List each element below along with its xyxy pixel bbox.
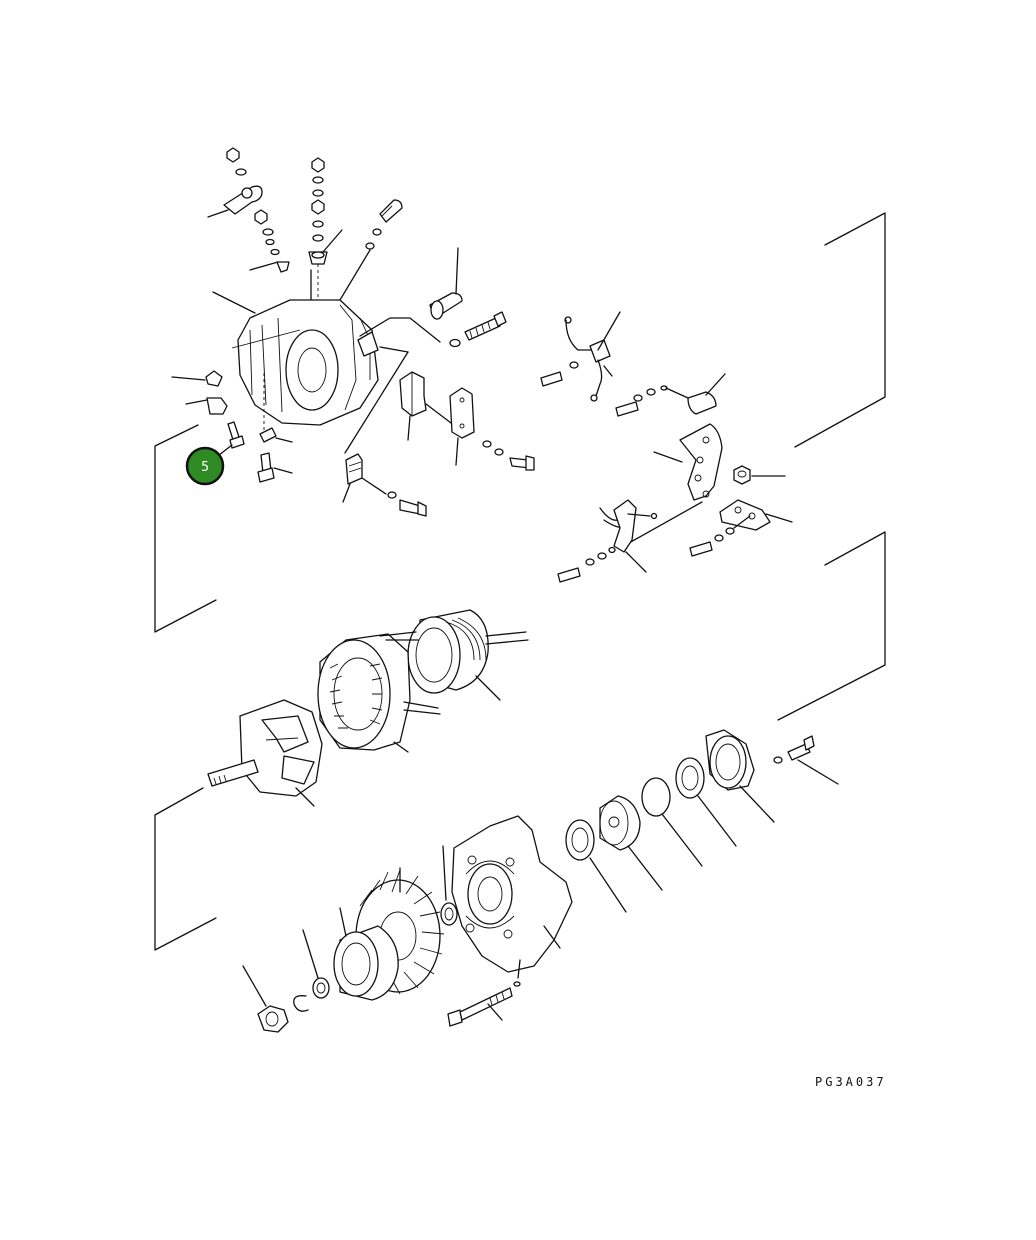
diode-bracket	[719, 499, 793, 531]
rear-housing	[212, 269, 379, 426]
spring-washer	[293, 995, 309, 1012]
o-ring	[641, 777, 703, 867]
terminal-hardware-stack-left	[207, 147, 290, 273]
rear-cover	[705, 729, 775, 823]
diode-nut	[733, 465, 786, 485]
callout-5[interactable]: 5	[185, 446, 225, 486]
through-bolt	[447, 981, 521, 1027]
spring-screw	[257, 452, 293, 483]
wire-terminal-assembly	[564, 311, 621, 402]
rear-bearing	[675, 757, 737, 847]
terminal-hardware-stack-center	[308, 157, 343, 318]
terminal-bolt-long	[449, 311, 507, 348]
front-housing	[451, 815, 573, 979]
rotor	[207, 699, 323, 807]
rotor-coil	[407, 609, 529, 701]
lock-washer	[302, 929, 330, 999]
rectifier-bolts-lower	[689, 515, 751, 557]
callout-5-label: 5	[201, 460, 209, 475]
stator	[317, 631, 441, 753]
pulley	[333, 907, 399, 1001]
rectifier-plate	[619, 423, 723, 549]
bushing	[429, 247, 463, 320]
brush-holder	[342, 453, 427, 517]
spacer-collar	[440, 845, 458, 926]
rectifier-bolts	[540, 361, 668, 417]
cover-bolt	[773, 735, 839, 785]
diode-terminal	[557, 499, 658, 583]
terminal-bolt-right	[339, 199, 403, 301]
lead-wire	[344, 317, 441, 454]
front-bearing	[565, 819, 627, 913]
clip-parts	[171, 370, 293, 443]
pulley-nut	[242, 965, 289, 1033]
capacitor	[665, 373, 726, 415]
drawing-code: PG3A037	[815, 1075, 887, 1089]
section-brackets	[154, 212, 886, 951]
plate-screws	[482, 440, 535, 471]
voltage-regulator	[399, 371, 456, 441]
bearing-retainer	[599, 795, 663, 891]
heat-sink-plate	[449, 387, 475, 466]
